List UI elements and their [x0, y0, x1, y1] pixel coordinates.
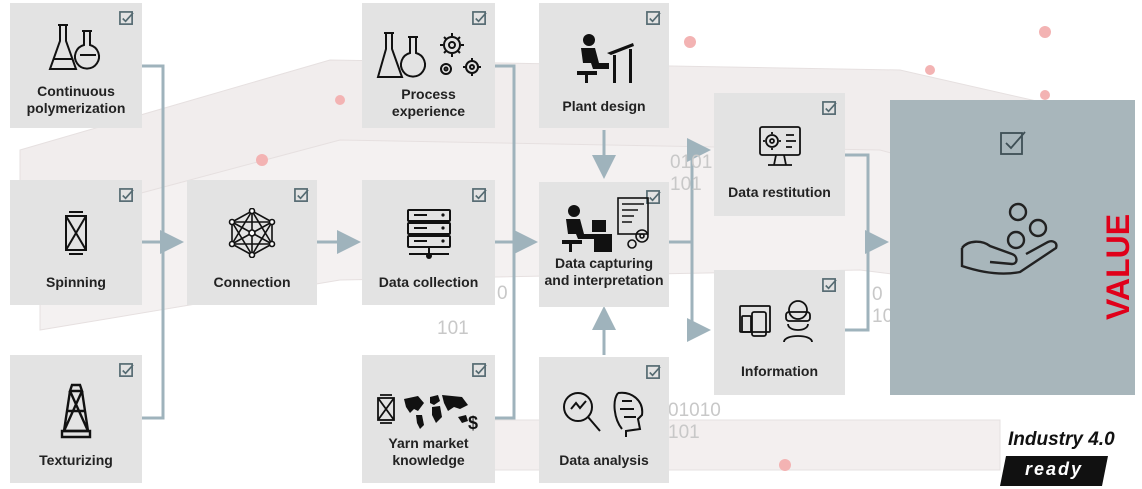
box-data-restitution: Data restitution — [714, 93, 845, 216]
box-plant-design: Plant design — [539, 3, 669, 128]
bobbin-icon — [65, 211, 87, 255]
box-spinning: Spinning — [10, 180, 142, 305]
checkbox-checked-icon — [1000, 131, 1026, 155]
server-icon — [406, 209, 451, 259]
label-data-restitution: Data restitution — [728, 184, 831, 200]
checkbox-checked-icon — [646, 365, 661, 379]
label-spinning: Spinning — [46, 274, 106, 290]
label-connection: Connection — [213, 274, 291, 290]
label-data-analysis: Data analysis — [559, 452, 649, 468]
checkbox-checked-icon — [822, 101, 837, 115]
flasks-gears-icon — [376, 32, 481, 78]
binary-decoration-3: 101 — [437, 318, 469, 339]
checkbox-checked-icon — [119, 363, 134, 377]
network-icon — [228, 208, 276, 258]
label-process-experience: Process experience — [391, 86, 466, 119]
devices-vr-icon — [738, 300, 813, 342]
value-box — [890, 100, 1135, 395]
label-texturizing: Texturizing — [39, 452, 113, 468]
checkbox-checked-icon — [119, 188, 134, 202]
checkbox-checked-icon — [119, 11, 134, 25]
hand-coins-icon — [960, 202, 1058, 275]
checkbox-checked-icon — [646, 11, 661, 25]
label-plant-design: Plant design — [562, 98, 646, 114]
monitor-gear-icon — [758, 126, 801, 166]
label-continuous-polymerization: Continuous polymerization — [26, 83, 126, 116]
ready-label: ready — [1024, 459, 1084, 479]
checkbox-checked-icon — [472, 363, 487, 377]
checkbox-checked-icon — [822, 278, 837, 292]
ready-badge: ready — [1000, 456, 1108, 486]
binary-decoration-1: 0101 101 — [670, 152, 713, 195]
box-continuous-polymerization: Continuous polymerization — [10, 3, 142, 128]
binary-decoration-5: 0 10 — [872, 284, 894, 327]
magnifier-brain-icon — [563, 391, 644, 437]
box-texturizing: Texturizing — [10, 355, 142, 483]
box-yarn-market-knowledge: $ Yarn market knowledge — [362, 355, 495, 483]
checkbox-checked-icon — [472, 11, 487, 25]
box-connection: Connection — [187, 180, 317, 305]
value-label: VALUE — [1100, 213, 1136, 320]
yarn-cone-icon — [60, 383, 92, 439]
svg-text:$: $ — [468, 413, 478, 431]
box-information: Information — [714, 270, 845, 395]
box-data-analysis: Data analysis — [539, 357, 669, 483]
analyst-at-computer-icon — [562, 197, 649, 252]
checkbox-checked-icon — [472, 188, 487, 202]
box-data-capturing-interpretation: Data capturing and interpretation — [539, 182, 669, 307]
box-data-collection: Data collection — [362, 180, 495, 305]
bobbin-world-dollar-icon: $ — [376, 394, 478, 431]
industry-4-label: Industry 4.0 — [1008, 429, 1115, 450]
label-yarn-market-knowledge: Yarn market knowledge — [388, 435, 469, 468]
flasks-icon — [48, 24, 100, 70]
binary-decoration-2: 0 — [497, 283, 508, 304]
checkbox-checked-icon — [646, 190, 661, 204]
label-data-capturing-interpretation: Data capturing and interpretation — [544, 255, 664, 288]
checkbox-checked-icon — [294, 188, 309, 202]
label-information: Information — [741, 363, 818, 379]
designer-at-desk-icon — [577, 34, 634, 83]
label-data-collection: Data collection — [378, 274, 479, 290]
box-process-experience: Process experience — [362, 3, 495, 128]
binary-decoration-4: 01010 101 — [668, 400, 721, 443]
